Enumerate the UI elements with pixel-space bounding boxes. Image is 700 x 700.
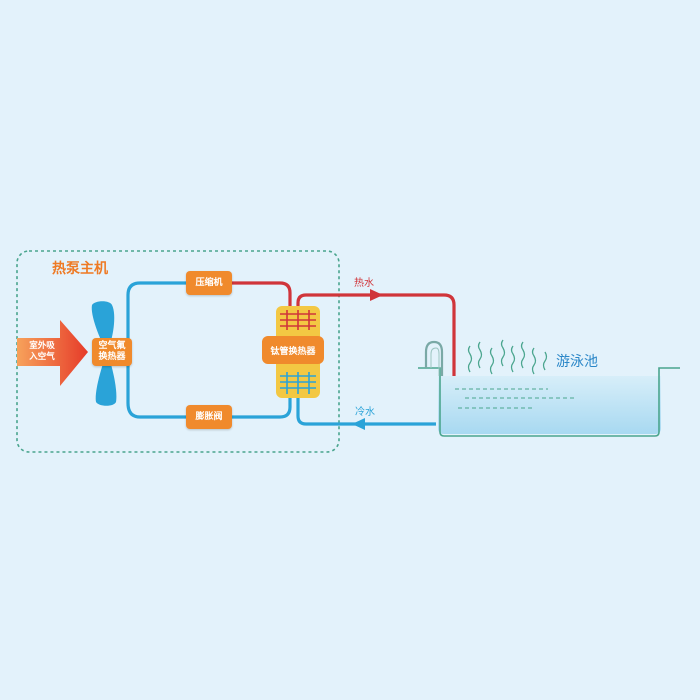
pool-wall: [418, 367, 680, 437]
heat-pump-unit-frame: [16, 250, 340, 453]
refrigerant-pipe-hot: [232, 281, 292, 312]
hot-water-arrow: [370, 289, 383, 301]
titanium-exchanger-label: 钛管换热器: [270, 346, 316, 357]
refrigerant-loop-left: [126, 281, 196, 419]
cold-water-label: 冷水: [355, 407, 375, 418]
compressor-box: 压缩机: [186, 271, 232, 295]
expansion-valve-label: 膨胀阀: [195, 411, 223, 422]
pool-label: 游泳池: [556, 354, 598, 370]
hot-water-label: 热水: [354, 278, 374, 289]
cold-water-arrow: [352, 418, 365, 430]
air-exchanger-line1: 空气氟: [98, 341, 126, 351]
cold-water-pipe: [296, 392, 436, 426]
air-exchanger-line2: 换热器: [98, 352, 126, 362]
pool-ladder: [424, 340, 444, 376]
air-inlet-label: 室外吸 入空气: [20, 341, 64, 363]
expansion-valve-box: 膨胀阀: [186, 405, 232, 429]
water-ripples: [455, 388, 575, 409]
air-inlet-line2: 入空气: [29, 352, 55, 362]
pool-ladder-inner: [430, 347, 440, 376]
unit-title: 热泵主机: [52, 261, 108, 277]
air-inlet-line1: 室外吸: [29, 341, 55, 351]
air-heat-exchanger: 空气氟 换热器: [92, 338, 132, 366]
pool-water: [438, 376, 661, 434]
compressor-label: 压缩机: [195, 277, 223, 288]
refrigerant-pipe-cold: [232, 392, 292, 419]
air-inlet-arrow: [17, 320, 88, 386]
titanium-exchanger-label-box: 钛管换热器: [262, 336, 324, 364]
titanium-coil-bottom: [280, 372, 316, 394]
steam: [467, 339, 548, 375]
titanium-coil-top: [280, 310, 316, 330]
